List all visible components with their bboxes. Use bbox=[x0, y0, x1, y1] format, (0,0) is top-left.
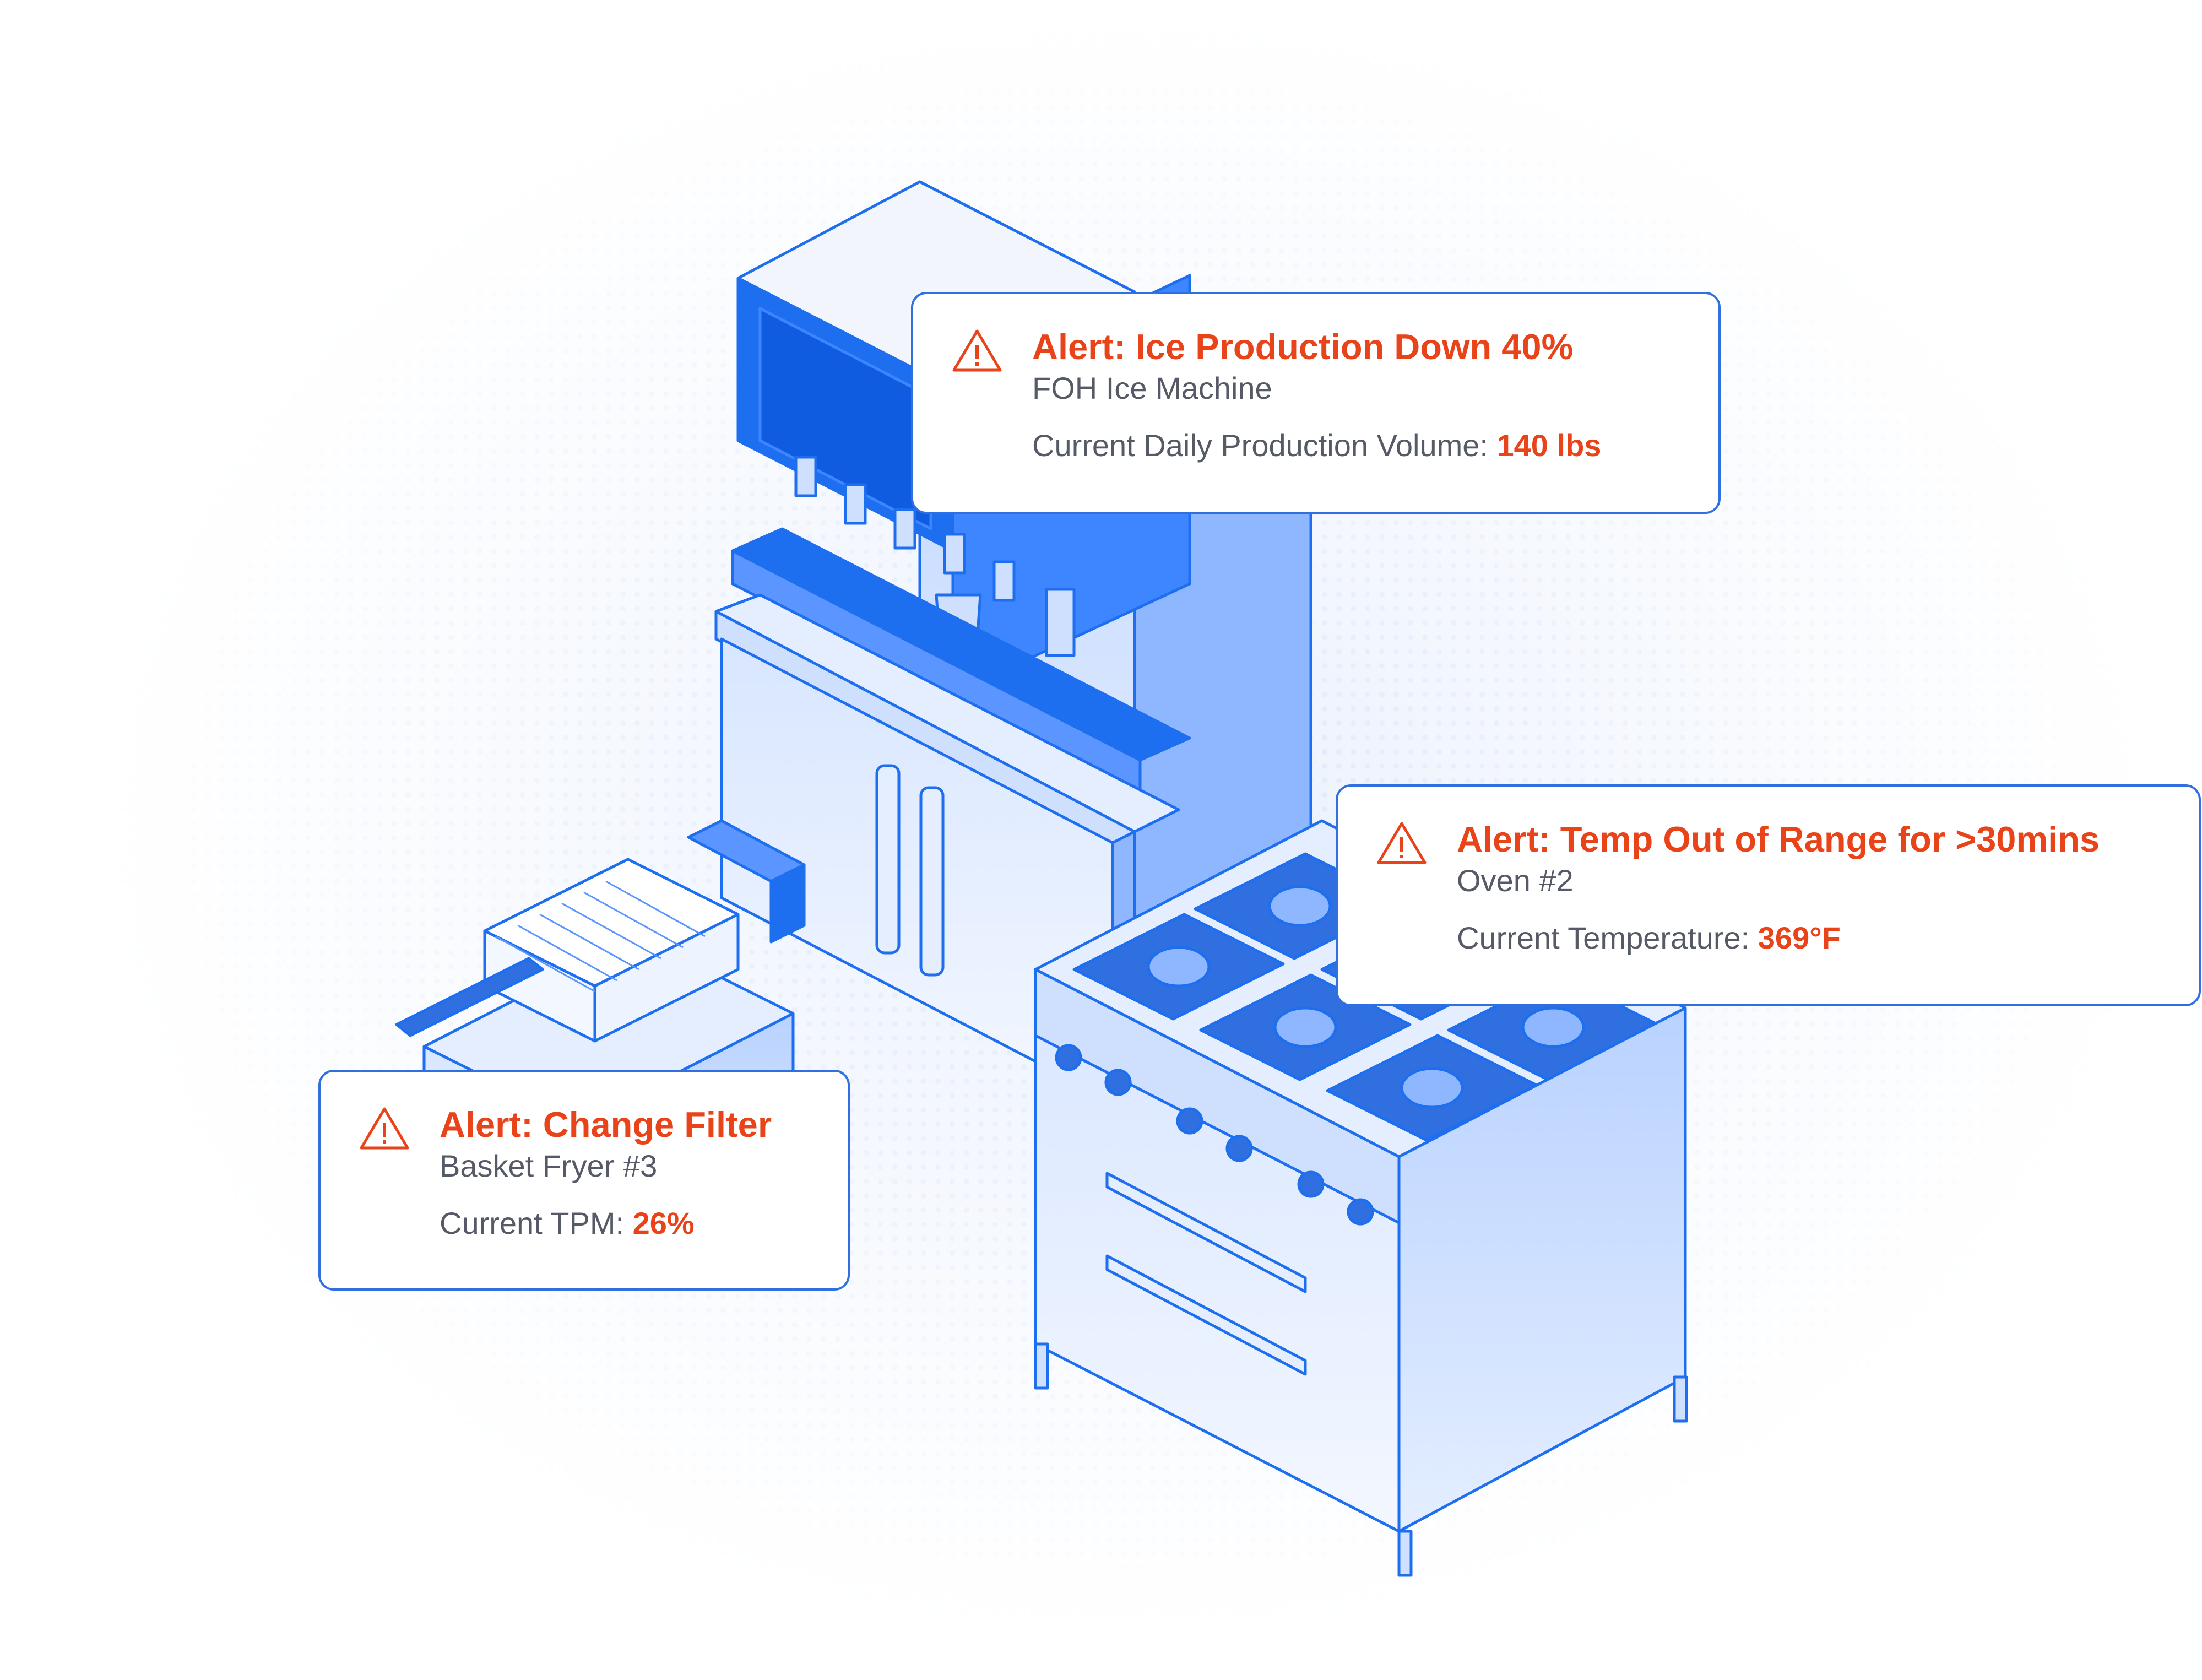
metric-value: 140 lbs bbox=[1496, 428, 1602, 463]
alert-metric: Current TPM: 26% bbox=[440, 1204, 695, 1243]
metric-value: 369°F bbox=[1758, 920, 1841, 955]
warning-triangle-icon bbox=[1377, 822, 1427, 864]
alert-card-oven[interactable]: Alert: Temp Out of Range for >30mins Ove… bbox=[1336, 784, 2201, 1006]
alert-metric: Current Daily Production Volume: 140 lbs bbox=[1032, 426, 1601, 465]
warning-triangle-icon bbox=[360, 1107, 409, 1150]
alert-title: Alert: Ice Production Down 40% bbox=[1032, 327, 1574, 367]
alert-metric: Current Temperature: 369°F bbox=[1457, 919, 1841, 957]
alert-device-name: Basket Fryer #3 bbox=[440, 1148, 658, 1183]
metric-value: 26% bbox=[632, 1206, 695, 1240]
warning-triangle-icon bbox=[952, 329, 1002, 372]
alert-title: Alert: Change Filter bbox=[440, 1104, 772, 1145]
alert-title: Alert: Temp Out of Range for >30mins bbox=[1457, 819, 2100, 859]
alert-device-name: Oven #2 bbox=[1457, 863, 1574, 898]
ice-machine bbox=[714, 180, 1312, 1103]
metric-label: Current Temperature: bbox=[1457, 920, 1750, 955]
alert-card-ice-machine[interactable]: Alert: Ice Production Down 40% FOH Ice M… bbox=[911, 292, 1721, 514]
metric-label: Current Daily Production Volume: bbox=[1032, 428, 1488, 463]
alert-device-name: FOH Ice Machine bbox=[1032, 371, 1272, 405]
alert-card-fryer[interactable]: Alert: Change Filter Basket Fryer #3 Cur… bbox=[318, 1070, 850, 1291]
metric-label: Current TPM: bbox=[440, 1206, 625, 1240]
